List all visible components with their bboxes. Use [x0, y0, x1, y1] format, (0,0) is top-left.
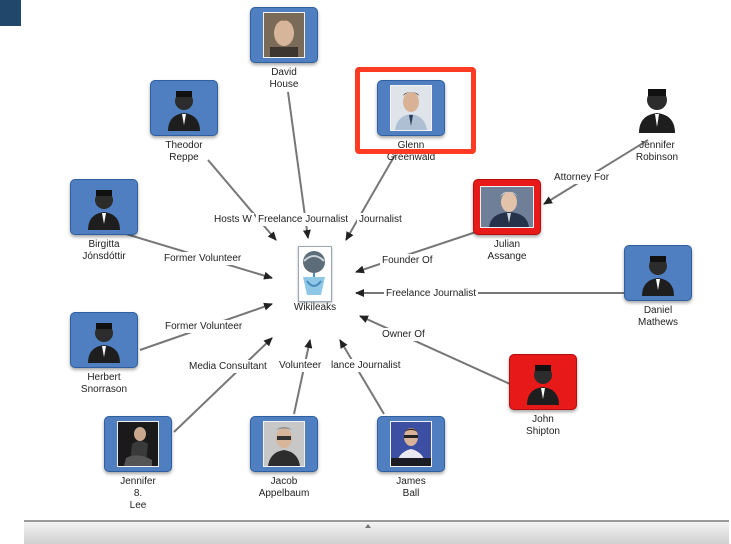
- edge-line-james-ball: [339, 339, 385, 415]
- edge-label-jennifer-lee: Media Consultant: [187, 360, 269, 373]
- bottom-resize-bar[interactable]: [24, 520, 729, 544]
- edge-line-glenn-greenwald: [345, 154, 396, 241]
- person-silhouette-icon: [639, 89, 675, 133]
- person-photo: [117, 421, 159, 467]
- edge-line-john-shipton: [359, 315, 511, 385]
- person-photo: [480, 186, 534, 228]
- resize-grip-icon[interactable]: [365, 524, 371, 528]
- person-silhouette-icon: [642, 256, 674, 296]
- wikileaks-logo-icon: [299, 247, 329, 299]
- edge-line-jacob-appelbaum: [293, 339, 313, 415]
- window-corner: [0, 0, 21, 26]
- edge-line-hosts: [207, 159, 277, 241]
- edge-label-jacob-appelbaum: Volunteer: [277, 359, 324, 372]
- edge-label-julian-assange: Founder Of: [380, 254, 435, 267]
- person-photo: [263, 12, 305, 58]
- wikileaks-hub-node[interactable]: [298, 246, 332, 302]
- edge-label-hosts: Hosts W: [212, 213, 254, 226]
- edge-label-david-house: Freelance Journalist: [256, 213, 351, 226]
- person-photo: [390, 85, 432, 131]
- edge-label-daniel-mathews: Freelance Journalist: [384, 287, 479, 300]
- edge-label-birgitta: Former Volunteer: [162, 252, 244, 265]
- edge-label-james-ball: lance Journalist: [329, 359, 403, 372]
- person-silhouette-icon: [88, 190, 120, 230]
- person-photo: [263, 421, 305, 467]
- edge-label-glenn-greenwald: Journalist: [357, 213, 404, 226]
- person-silhouette-icon: [88, 323, 120, 363]
- edge-line-jennifer-lee: [173, 337, 273, 433]
- person-photo: [390, 421, 432, 467]
- edge-label-john-shipton: Owner Of: [380, 328, 427, 341]
- person-silhouette-icon: [168, 91, 200, 131]
- selection-highlight: [355, 67, 476, 154]
- wikileaks-hub-label: Wikileaks: [293, 302, 337, 313]
- edge-label-attorney-for: Attorney For: [552, 171, 612, 184]
- edge-line-julian-assange: [355, 231, 477, 274]
- person-silhouette-icon: [527, 365, 559, 405]
- edge-label-herbert: Former Volunteer: [163, 320, 245, 333]
